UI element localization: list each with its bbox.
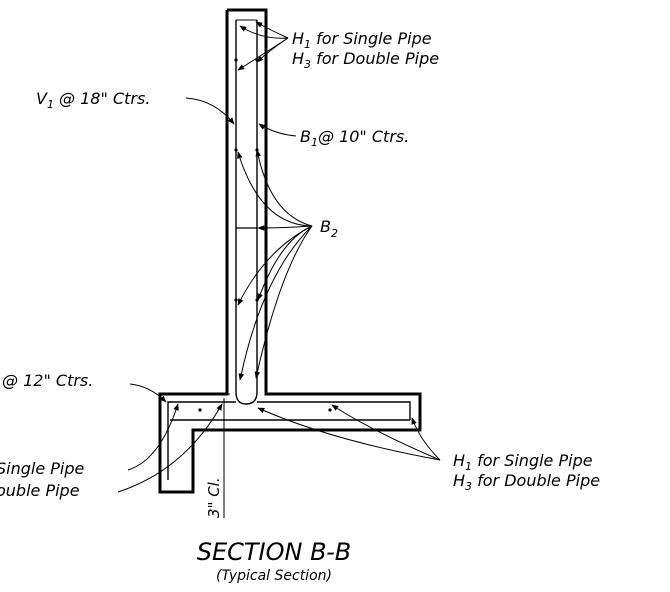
- label-left-double-pipe: ouble Pipe: [0, 481, 80, 500]
- leader-v1: [185, 97, 235, 125]
- label-v1: V1 @ 18" Ctrs.: [36, 89, 150, 111]
- label-h3-top: H3 for Double Pipe: [292, 49, 439, 71]
- footing-bars: [167, 391, 411, 480]
- leader-b2: [237, 149, 313, 381]
- section-subtitle: (Typical Section): [216, 568, 332, 584]
- label-b1: B1@ 10" Ctrs.: [300, 127, 409, 149]
- label-footing-ctrs: @ 12" Ctrs.: [2, 371, 93, 390]
- leader-b1: [258, 123, 297, 137]
- stem-vertical-bars: [235, 19, 258, 392]
- label-clear-cover: 3" Cl.: [205, 477, 223, 518]
- leader-footing-ctrs: [129, 383, 167, 403]
- section-title: SECTION B-B: [197, 538, 352, 566]
- label-h3-bottom: H3 for Double Pipe: [453, 471, 600, 493]
- label-left-single-pipe: Single Pipe: [0, 459, 85, 478]
- label-b2: B2: [320, 217, 338, 240]
- clear-cover-dimension: [218, 393, 230, 518]
- leader-h1-bottom: [257, 404, 441, 461]
- leader-left-pipe: [117, 403, 223, 493]
- concrete-outline: [158, 8, 422, 494]
- leader-h1-top: [237, 21, 289, 71]
- label-h1-top: H1 for Single Pipe: [292, 29, 432, 51]
- label-h1-bottom: H1 for Single Pipe: [453, 451, 593, 473]
